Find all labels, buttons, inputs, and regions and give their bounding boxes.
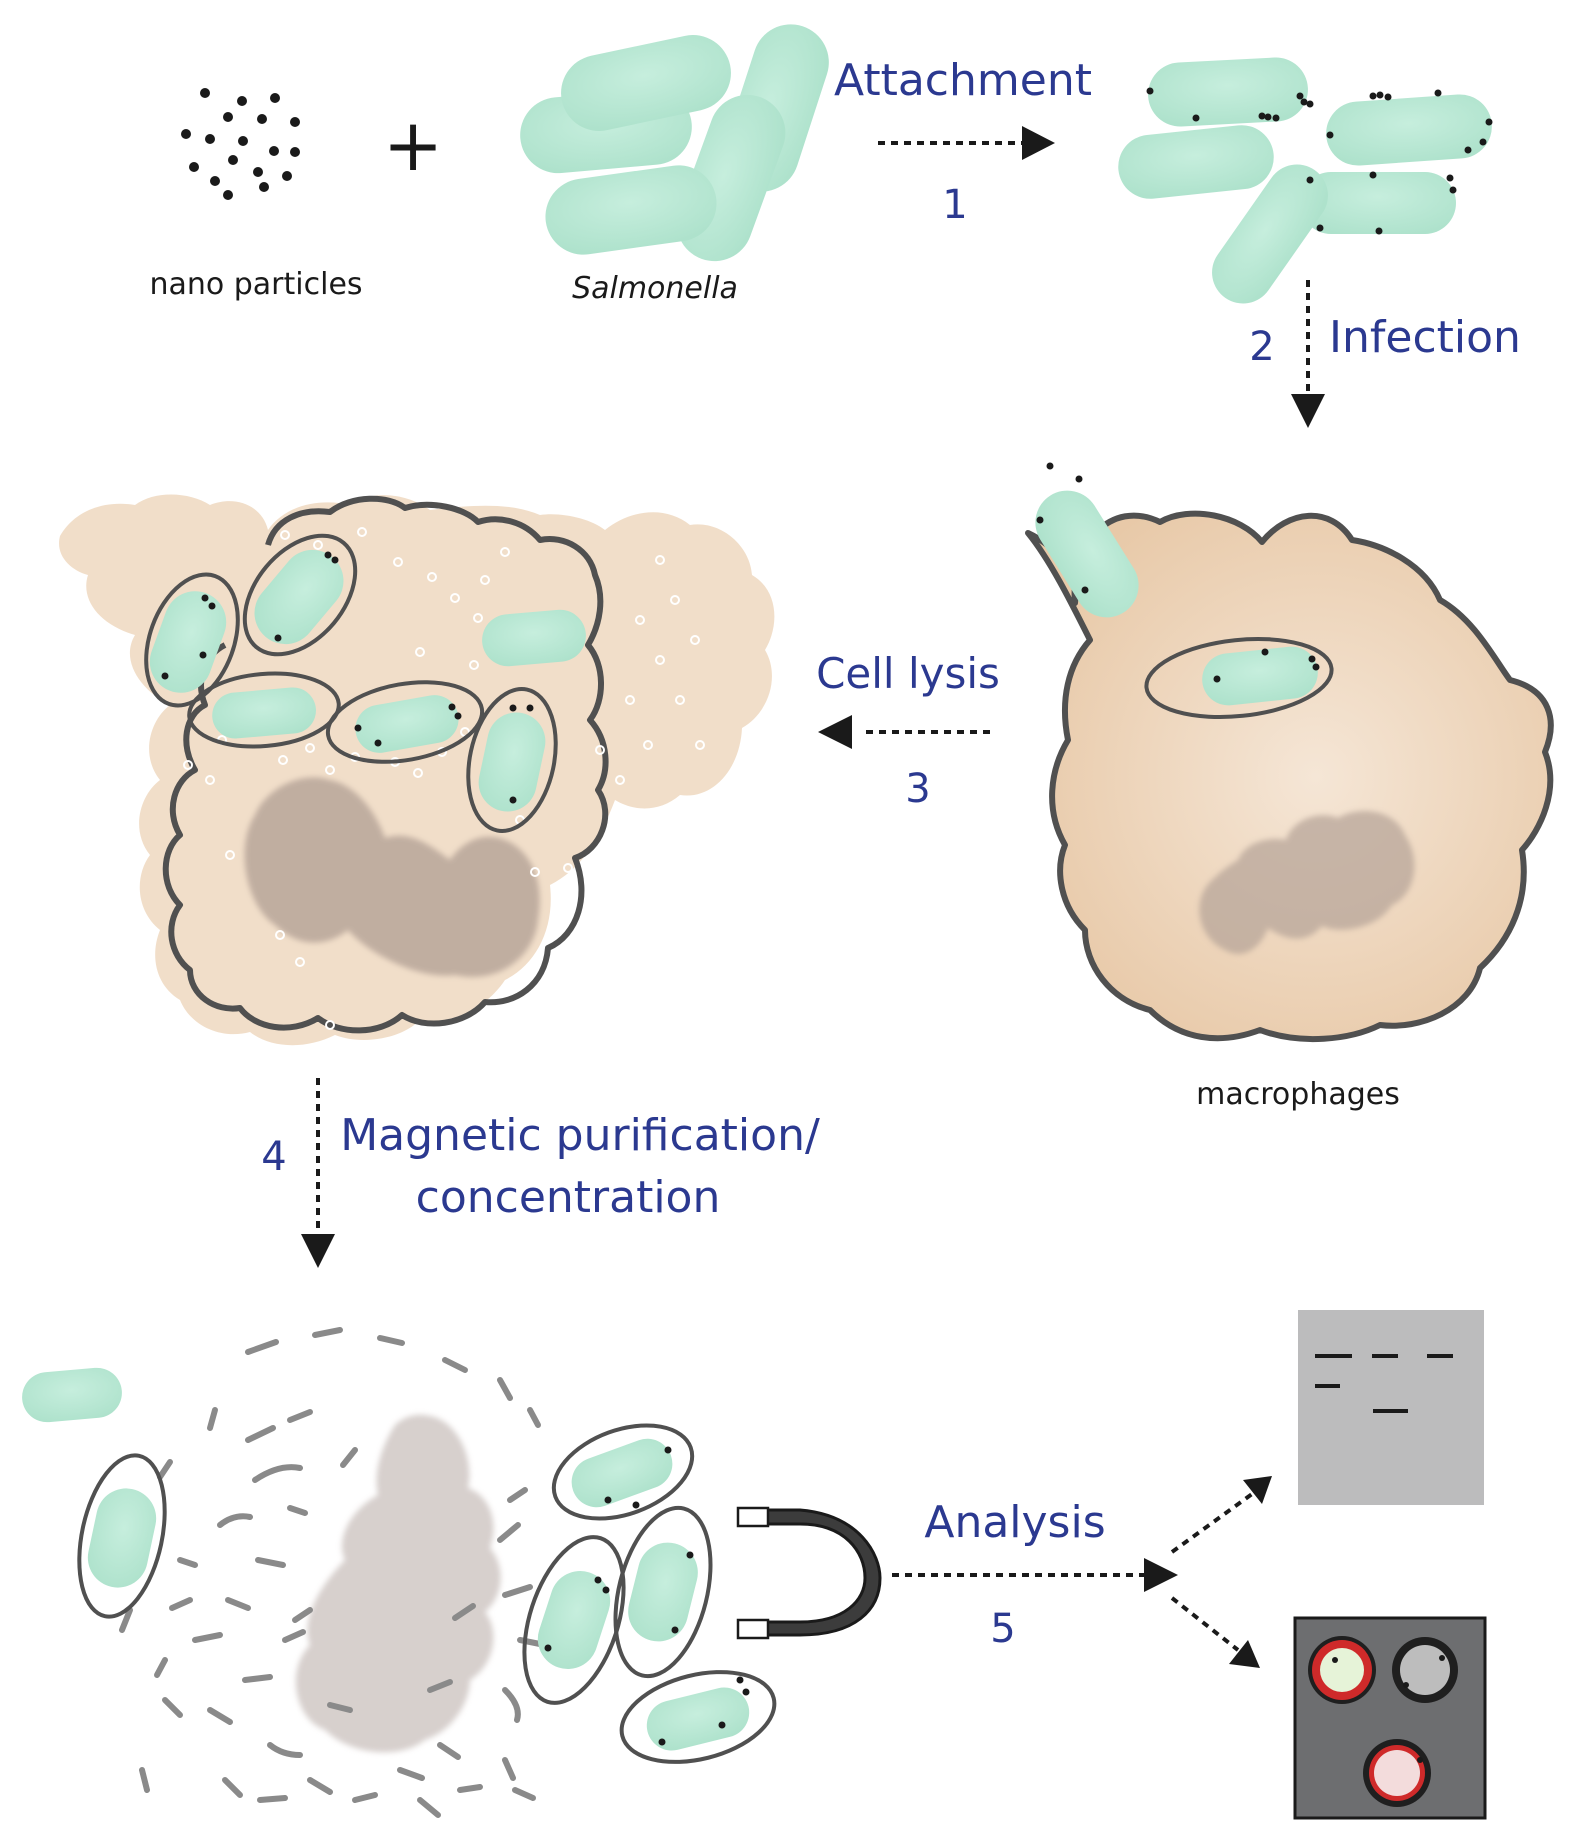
salmonella-label: Salmonella: [572, 271, 738, 306]
macrophages-label: macrophages: [1196, 1077, 1400, 1112]
nanoparticles-label: nano particles: [149, 267, 362, 302]
step-1-arrow-icon: [1022, 126, 1055, 160]
lysed-debris: [22, 1327, 548, 1818]
branch-up-arrow-icon: [1243, 1476, 1272, 1504]
step-3-number: 3: [905, 766, 930, 812]
salmonella-cluster: [520, 24, 829, 262]
step-5-number: 5: [990, 1606, 1015, 1652]
step-5-label: Analysis: [924, 1497, 1105, 1548]
macrophage-cell: [1025, 462, 1554, 1043]
magnet-icon: [736, 1506, 882, 1640]
step-2-number: 2: [1249, 324, 1274, 370]
step-3-label: Cell lysis: [816, 649, 1000, 698]
plate-icon: [1293, 1616, 1487, 1820]
bacteria-with-nanoparticles: [1118, 57, 1493, 304]
step-2-label: Infection: [1329, 312, 1521, 363]
branch-down-arrow-icon: [1229, 1640, 1260, 1668]
step-4-arrow-icon: [301, 1234, 335, 1268]
step-3-arrow-icon: [818, 715, 852, 749]
step-4-number: 4: [261, 1134, 286, 1180]
branch-down-arrow-line: [1170, 1596, 1240, 1652]
branch-up-arrow-line: [1170, 1492, 1254, 1554]
nanoparticle-cluster: [181, 88, 300, 200]
concentrated-bacteria: [522, 1423, 777, 1764]
step-4-label-line1: Magnetic purification/: [340, 1110, 820, 1161]
lysing-macrophage: [59, 494, 775, 1046]
step-4-label-line2: concentration: [416, 1172, 721, 1223]
step-5-arrow-icon: [1144, 1558, 1178, 1592]
vacuole-bacteria-group: [144, 533, 586, 833]
step-1-number: 1: [942, 182, 967, 228]
step-1-label: Attachment: [834, 55, 1092, 106]
gel-icon: [1298, 1310, 1484, 1505]
step-2-arrow-icon: [1291, 394, 1325, 428]
plus-icon: +: [383, 103, 443, 187]
